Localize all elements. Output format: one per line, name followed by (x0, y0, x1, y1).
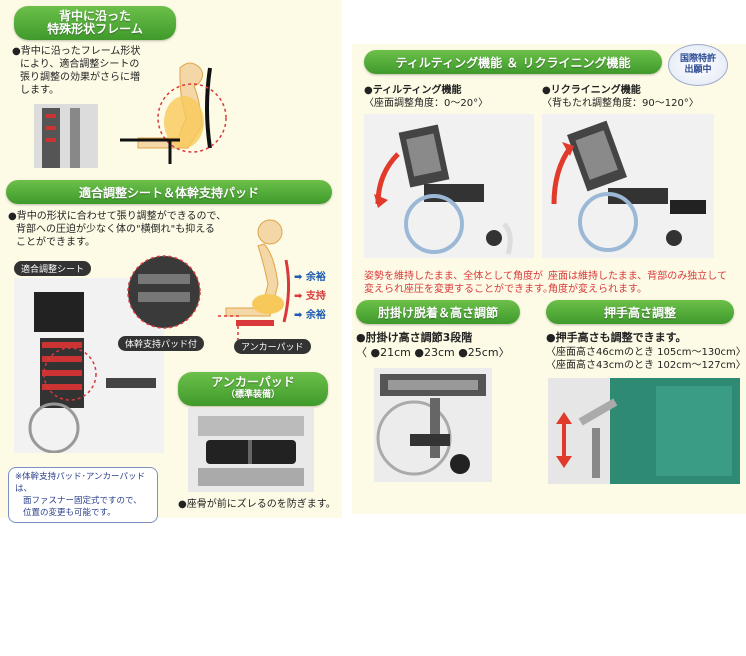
anchor-note-2: 面ファスナー固定式ですので、 (23, 496, 142, 506)
seat-desc-3: ことができます。 (16, 237, 95, 248)
recline-photo (542, 114, 714, 258)
tilt-title-pill: ティルティング機能 ＆ リクライニング機能 (364, 50, 662, 74)
tilt-desc-1: 姿勢を維持したまま、全体として角度が (364, 271, 543, 282)
frame-photo-image (42, 108, 80, 168)
arrow-shiji-text: 支持 (305, 291, 326, 302)
frame-desc-1: ●背中に沿ったフレーム形状 (12, 46, 141, 57)
anchor-subtitle: （標準装備） (225, 390, 280, 400)
arrow-yoyu-1-text: 余裕 (305, 272, 326, 283)
label-anchor-chip: アンカーパッド (234, 339, 311, 354)
recline-desc-1: 座面は維持したまま、背部のみ独立して (548, 271, 727, 282)
badge-line2: 出願中 (684, 65, 712, 75)
seat-wheelchair-photo (14, 278, 164, 453)
armrest-title-pill: 肘掛け脱着＆高さ調節 (356, 300, 520, 324)
armrest-head: ●肘掛け高さ調節3段階 (356, 331, 473, 344)
recline-photo-image (551, 120, 706, 252)
arrow-shiji: ➡ 支持 (294, 291, 326, 302)
frame-desc-2: により、適合調整シートの (20, 59, 140, 70)
tilt-photo-image (374, 124, 513, 255)
frame-photo (34, 104, 98, 168)
tilt-title: ティルティング機能 ＆ リクライニング機能 (395, 55, 631, 70)
seat-desc-1: ●背中の形状に合わせて張り調整ができるので、 (8, 211, 227, 222)
frame-title-line1: 背中に沿った (58, 9, 131, 23)
tilt-desc-2: 変えられ座圧を変更することができます。 (364, 284, 553, 295)
frame-desc-3: 張り調整の効果がさらに増 (20, 72, 140, 83)
frame-title-line2: 特殊形状フレーム (47, 22, 143, 36)
arrow-yoyu-1: ➡ 余裕 (294, 272, 326, 283)
tilt-head: ●ティルティング機能 (364, 85, 462, 96)
anchor-photo (188, 408, 314, 492)
seat-title: 適合調整シート＆体幹支持パッド (78, 185, 259, 200)
label-seat-chip: 適合調整シート (14, 261, 92, 276)
frame-posture-illustration (120, 62, 227, 164)
anchor-title: アンカーパッド (211, 375, 295, 389)
anchor-note-3: 位置の変更も可能です。 (23, 508, 116, 518)
armrest-title: 肘掛け脱着＆高さ調節 (377, 305, 498, 320)
armrest-heights: 〈 ●21cm ●23cm ●25cm〉 (356, 346, 510, 359)
anchor-note-box: ※体幹支持パッド･アンカーパッドは、 面ファスナー固定式ですので、 位置の変更も… (8, 467, 158, 523)
badge-line1: 国際特許 (679, 54, 716, 64)
seat-wheelchair-image (28, 292, 156, 453)
handle-head: ●押手高さも調整できます。 (546, 331, 687, 344)
anchor-photo-image (198, 416, 304, 486)
arrow-yoyu-2: ➡ 余裕 (294, 310, 326, 321)
armrest-photo-image (376, 374, 486, 476)
anchor-title-pill: アンカーパッド （標準装備） (178, 372, 328, 406)
anchor-desc: ●座骨が前にズレるのを防ぎます。 (178, 499, 336, 510)
handle-line1: 〈座面高さ46cmのとき 105cm〜130cm〉 (546, 347, 746, 358)
handle-title-pill: 押手高さ調整 (546, 300, 734, 324)
frame-title-pill: 背中に沿った 特殊形状フレーム (14, 6, 176, 40)
tilt-range: 〈座面調整角度：0〜20°〉 (364, 98, 489, 109)
label-pad-chip: 体幹支持パッド付 (118, 336, 205, 351)
arrow-yoyu-2-text: 余裕 (305, 310, 326, 321)
recline-desc-2: 角度が変えられます。 (548, 284, 647, 295)
handle-line2: 〈座面高さ43cmのとき 102cm〜127cm〉 (546, 360, 746, 371)
seat-title-pill: 適合調整シート＆体幹支持パッド (6, 180, 332, 204)
armrest-photo (374, 368, 492, 482)
frame-desc-4: します。 (20, 85, 59, 96)
seat-desc-2: 背部への圧迫が少なく体の"横倒れ"も抑える (16, 224, 215, 235)
seat-posture-illustration (218, 219, 291, 346)
handle-photo-image (556, 378, 648, 484)
handle-title: 押手高さ調整 (603, 305, 676, 320)
pad-closeup-circle (127, 255, 201, 329)
handle-photo (548, 378, 648, 484)
patent-badge: 国際特許 出願中 (668, 44, 728, 86)
handle-seat-photo (648, 378, 740, 484)
recline-head: ●リクライニング機能 (542, 85, 641, 96)
anchor-note-1: ※体幹支持パッド･アンカーパッドは、 (15, 472, 145, 494)
recline-range: 〈背もたれ調整角度：90〜120°〉 (542, 98, 699, 109)
tilt-photo (364, 114, 534, 258)
handle-seat-image (648, 378, 740, 484)
